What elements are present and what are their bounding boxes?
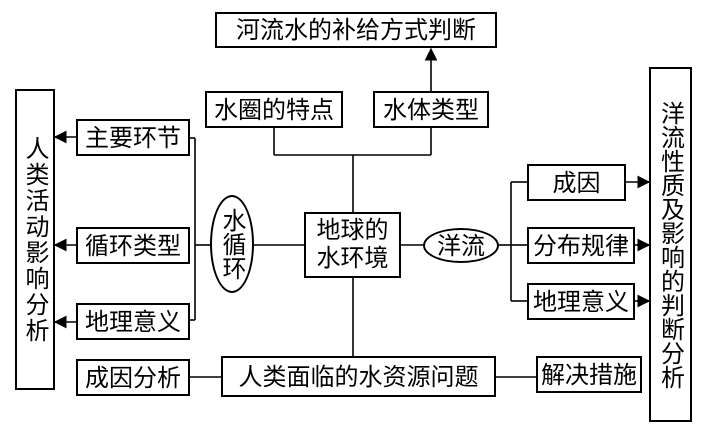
node-water-cycle: 水循环 xyxy=(210,195,254,293)
node-geo-meaning-left: 地理意义 xyxy=(76,303,190,340)
center-line-2: 水环境 xyxy=(316,244,389,272)
node-top: 河流水的补给方式判断 xyxy=(215,12,497,48)
node-water-problem: 人类面临的水资源问题 xyxy=(221,356,496,397)
node-geo-meaning-right: 地理意义 xyxy=(527,283,635,320)
node-cause-analysis: 成因分析 xyxy=(76,359,190,396)
node-current-analysis: 洋流性质及影响的判断分析 xyxy=(649,67,692,422)
center-line-1: 地球的 xyxy=(316,216,389,245)
node-water-body: 水体类型 xyxy=(373,91,489,128)
node-cycle-types: 循环类型 xyxy=(76,227,190,264)
water-cycle-label: 水循环 xyxy=(218,208,246,280)
node-distribution: 分布规律 xyxy=(527,227,635,264)
node-cause: 成因 xyxy=(527,164,626,201)
node-hydrosphere: 水圈的特点 xyxy=(205,91,343,128)
node-solution: 解决措施 xyxy=(536,356,642,393)
node-ocean-current: 洋流 xyxy=(423,228,499,263)
node-human-impact: 人类活动影响分析 xyxy=(15,89,55,390)
node-main-links: 主要环节 xyxy=(76,119,190,156)
node-center: 地球的 水环境 xyxy=(304,212,401,278)
